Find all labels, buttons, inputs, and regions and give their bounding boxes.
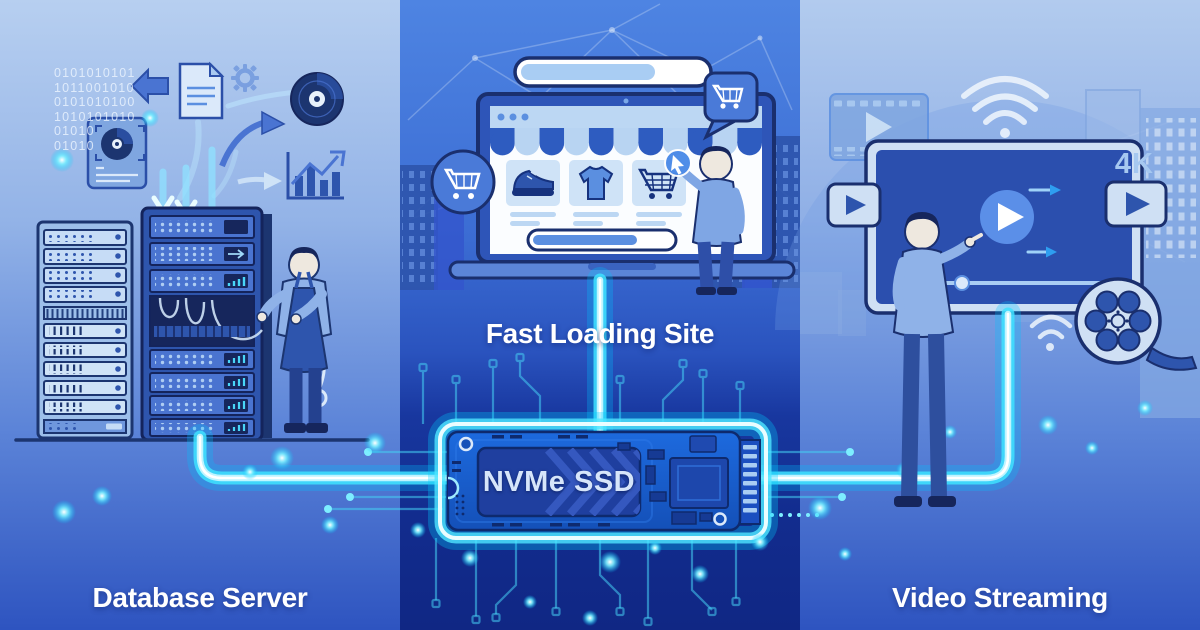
play-box-right-icon [1104,180,1168,228]
media-card-icon [86,116,148,190]
play-box-left-icon [826,182,882,228]
storefront-awning [490,128,762,156]
glow-trace-video [747,301,1021,491]
ssd-notch [447,476,460,500]
viewer-figure [892,212,983,507]
circuit-traces [324,352,854,627]
wifi-small-icon [1029,314,1073,351]
document-icon [178,61,225,120]
tv-screen [864,139,1144,321]
curved-arrow-icon [219,110,286,168]
loading-bar [513,56,713,88]
webcam-dot [623,98,629,104]
4k-badge: 4K [1114,148,1154,180]
vinyl-disc-icon [290,72,344,126]
speed-lines [1016,184,1113,258]
gear-icon [231,64,259,92]
arrow-right-icon [237,172,282,190]
wifi-icon [961,76,1049,138]
database-server-caption: Database Server [92,582,308,613]
ssd-controller-chip [669,457,729,509]
browser-bar [490,106,762,128]
ssd-board [428,412,778,550]
product-card-shirt [569,160,623,226]
cart-bubble-badge [702,71,759,141]
binary-code-text: 0101010101 1011001010 0101010100 1010101… [54,66,136,153]
bar-chart-icon [286,150,346,200]
technician-figure [256,247,333,433]
fast-loading-site-caption: Fast Loading Site [485,318,715,349]
ssd-screw-hole [713,512,727,526]
arrow-left-icon [130,67,169,105]
glow-dots [52,400,1153,626]
glow-trace-database [187,424,459,491]
cart-circle-badge [430,149,496,215]
server-rack-main [140,206,272,442]
ssd-label: NVMe SSD [482,465,636,498]
video-streaming-caption: Video Streaming [892,582,1108,613]
cursor-badge [664,149,692,177]
film-reel-icon [1074,277,1198,371]
video-progress-bar [936,275,1124,291]
server-rack-secondary [36,220,134,440]
shopper-figure [677,146,745,295]
page-progress-bar [526,228,678,252]
ssd-screw-hole [458,436,474,452]
product-card-shoe [506,160,560,226]
